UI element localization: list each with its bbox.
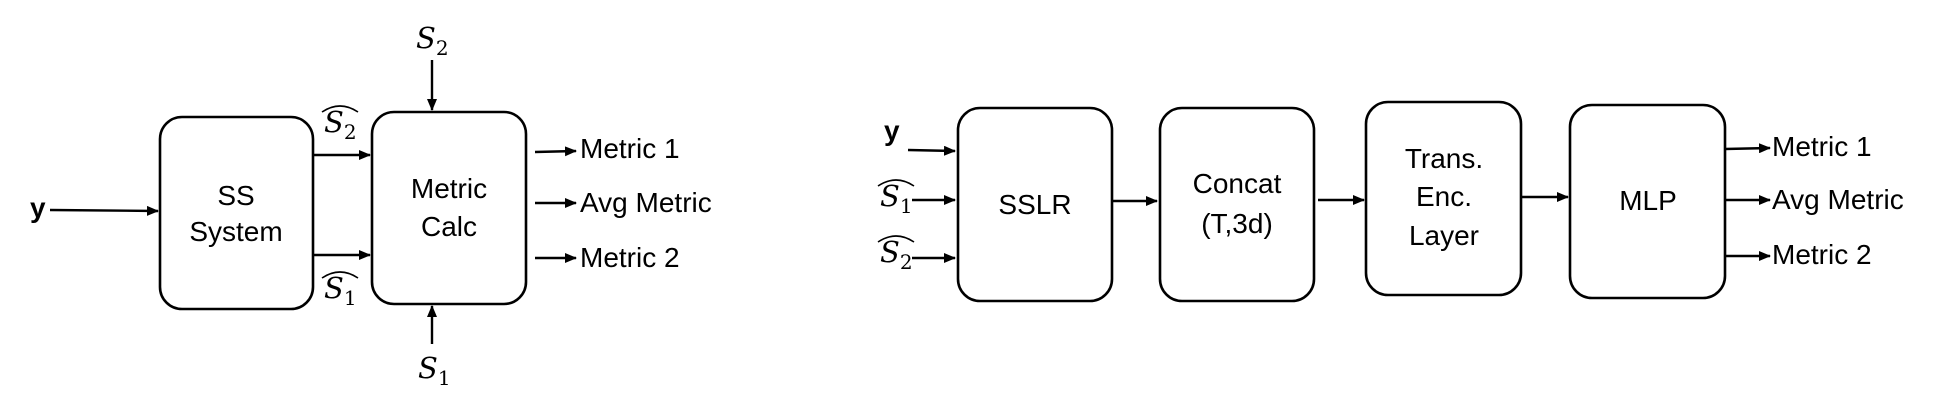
right-metric1-label: Metric 1 [1772, 131, 1872, 162]
right-input-y-label: y [884, 115, 900, 146]
right-diagram: y S1 S2 SSLR Concat (T,3d) Trans. Enc. L… [877, 100, 1904, 303]
ss-system-label-2: System [189, 216, 282, 247]
left-input-y-label: y [30, 192, 46, 223]
left-avg-label: Avg Metric [580, 187, 712, 218]
mlp-box [1568, 103, 1727, 300]
left-metric2-label: Metric 2 [580, 242, 680, 273]
concat-box [1158, 106, 1316, 303]
metric-calc-box [370, 110, 528, 306]
left-metric1-arrow [534, 146, 577, 157]
concat-label-2: (T,3d) [1201, 208, 1273, 239]
right-s2-hat-label: S2 [877, 235, 915, 274]
sslr-label: SSLR [998, 189, 1071, 220]
svg-text:S2: S2 [324, 105, 357, 144]
left-y-arrow [49, 205, 159, 216]
right-metric2-label: Metric 2 [1772, 239, 1872, 270]
metric-calc-label-2: Calc [421, 211, 477, 242]
metric-calc-label-1: Metric [411, 173, 487, 204]
s2-hat-label: S2 [321, 105, 359, 144]
ss-system-label-1: SS [217, 180, 254, 211]
right-avg-label: Avg Metric [1772, 184, 1904, 215]
left-metric1-label: Metric 1 [580, 133, 680, 164]
ss-system-box [158, 115, 315, 311]
right-s1-hat-label: S1 [877, 179, 915, 218]
s1-hat-label: S1 [321, 271, 359, 310]
svg-text:S2: S2 [880, 235, 913, 274]
s2-top-label: S2 [416, 21, 449, 60]
mlp-label: MLP [1619, 185, 1677, 216]
right-metric1-arrow [1724, 143, 1771, 154]
sslr-box [956, 106, 1114, 303]
trans-label-1: Trans. [1405, 143, 1483, 174]
trans-enc-box [1364, 100, 1523, 297]
trans-label-2: Enc. [1416, 181, 1472, 212]
svg-text:S1: S1 [880, 179, 913, 218]
left-diagram: y SS System S2 S1 Metric Calc S2 S1 Met [30, 21, 712, 390]
s1-bottom-label: S1 [418, 351, 451, 390]
right-y-arrow [907, 145, 956, 156]
trans-label-3: Layer [1409, 220, 1479, 251]
concat-label-1: Concat [1193, 168, 1282, 199]
svg-text:S1: S1 [324, 271, 357, 310]
